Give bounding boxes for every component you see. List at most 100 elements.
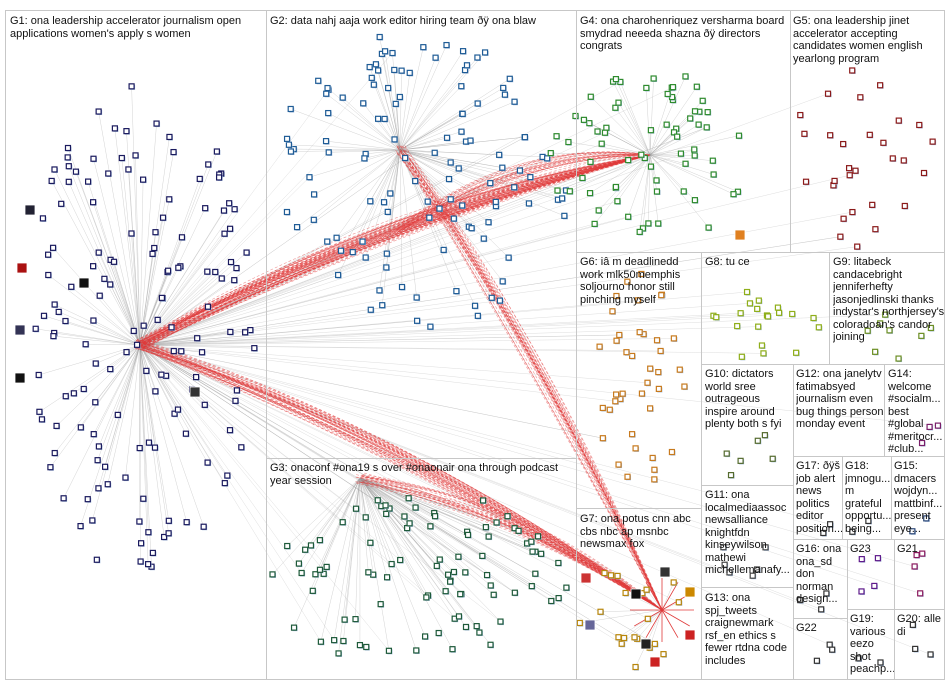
node [323,90,330,97]
edge [139,344,187,523]
node [754,566,761,573]
node [45,271,52,279]
node [913,551,920,559]
node [743,288,751,296]
edge [319,477,361,541]
edge [137,341,663,611]
node [918,439,926,447]
node [647,405,654,412]
node [95,443,102,450]
node [670,335,677,342]
node [384,208,391,215]
node [599,435,606,442]
edge [139,344,187,434]
node [380,199,388,206]
group-label-g5: G5: ona leadership jinet accelerator acc… [793,15,923,65]
group-label-g1: G1: ona leadership accelerator journalis… [10,15,242,40]
node [709,157,716,164]
node [481,49,489,56]
edge [138,345,663,611]
edge [50,344,141,468]
node [165,530,172,537]
edge [139,344,603,439]
node [506,75,513,82]
edge [615,107,651,156]
node [918,332,925,339]
node [612,183,619,191]
edge [139,152,329,346]
edge [139,344,921,594]
node [553,133,560,140]
node [613,292,620,300]
node [383,264,390,271]
edge [598,154,651,211]
node [889,155,896,162]
node [865,517,872,525]
edge [621,609,663,644]
node [36,408,43,415]
node [96,292,103,299]
group-box-g3 [266,458,577,680]
node [427,523,434,530]
node [482,524,489,531]
edge [139,344,231,431]
node [401,513,408,520]
edge [359,477,426,637]
edge [399,86,462,151]
node [849,208,856,216]
edge [139,344,149,533]
edge [95,344,141,364]
node [193,373,200,381]
node [559,195,566,202]
edge [142,347,663,611]
node [140,322,147,329]
node [284,542,291,550]
node [325,149,332,156]
node [365,569,372,576]
node [45,251,52,258]
node-avatar [14,372,26,384]
node [362,254,369,261]
edge [136,343,663,611]
node [95,108,102,115]
edge [399,44,447,151]
edge [110,344,141,370]
edge [359,477,559,599]
node [471,302,479,309]
edge [359,477,417,651]
edge [58,311,141,346]
group-label-g10: G10: dictators world sree outrageous ins… [705,368,782,430]
edge [139,201,618,346]
edge [139,344,150,443]
node [362,514,369,521]
node [601,129,609,136]
nodes [14,33,942,671]
node [487,180,494,187]
node [158,371,165,378]
edge [93,320,141,346]
node [699,97,706,104]
edge [359,477,488,576]
edge [649,154,734,195]
edge [139,187,616,346]
inter-group-edges [134,145,694,642]
edge [383,149,401,203]
node [566,188,573,195]
node [713,314,720,321]
node [710,171,717,178]
edge [661,609,679,638]
edge [386,149,401,268]
node [511,98,518,105]
node [650,75,657,82]
edge [139,344,327,568]
edge [390,149,401,194]
node [322,137,330,145]
node [631,634,638,641]
edge [139,211,853,346]
node [65,163,72,170]
edge [336,149,401,238]
edge [384,51,401,151]
group-label-g11: G11: ona localmediaassoc newsalliance kn… [705,489,790,576]
node [797,597,804,604]
node [421,633,429,640]
